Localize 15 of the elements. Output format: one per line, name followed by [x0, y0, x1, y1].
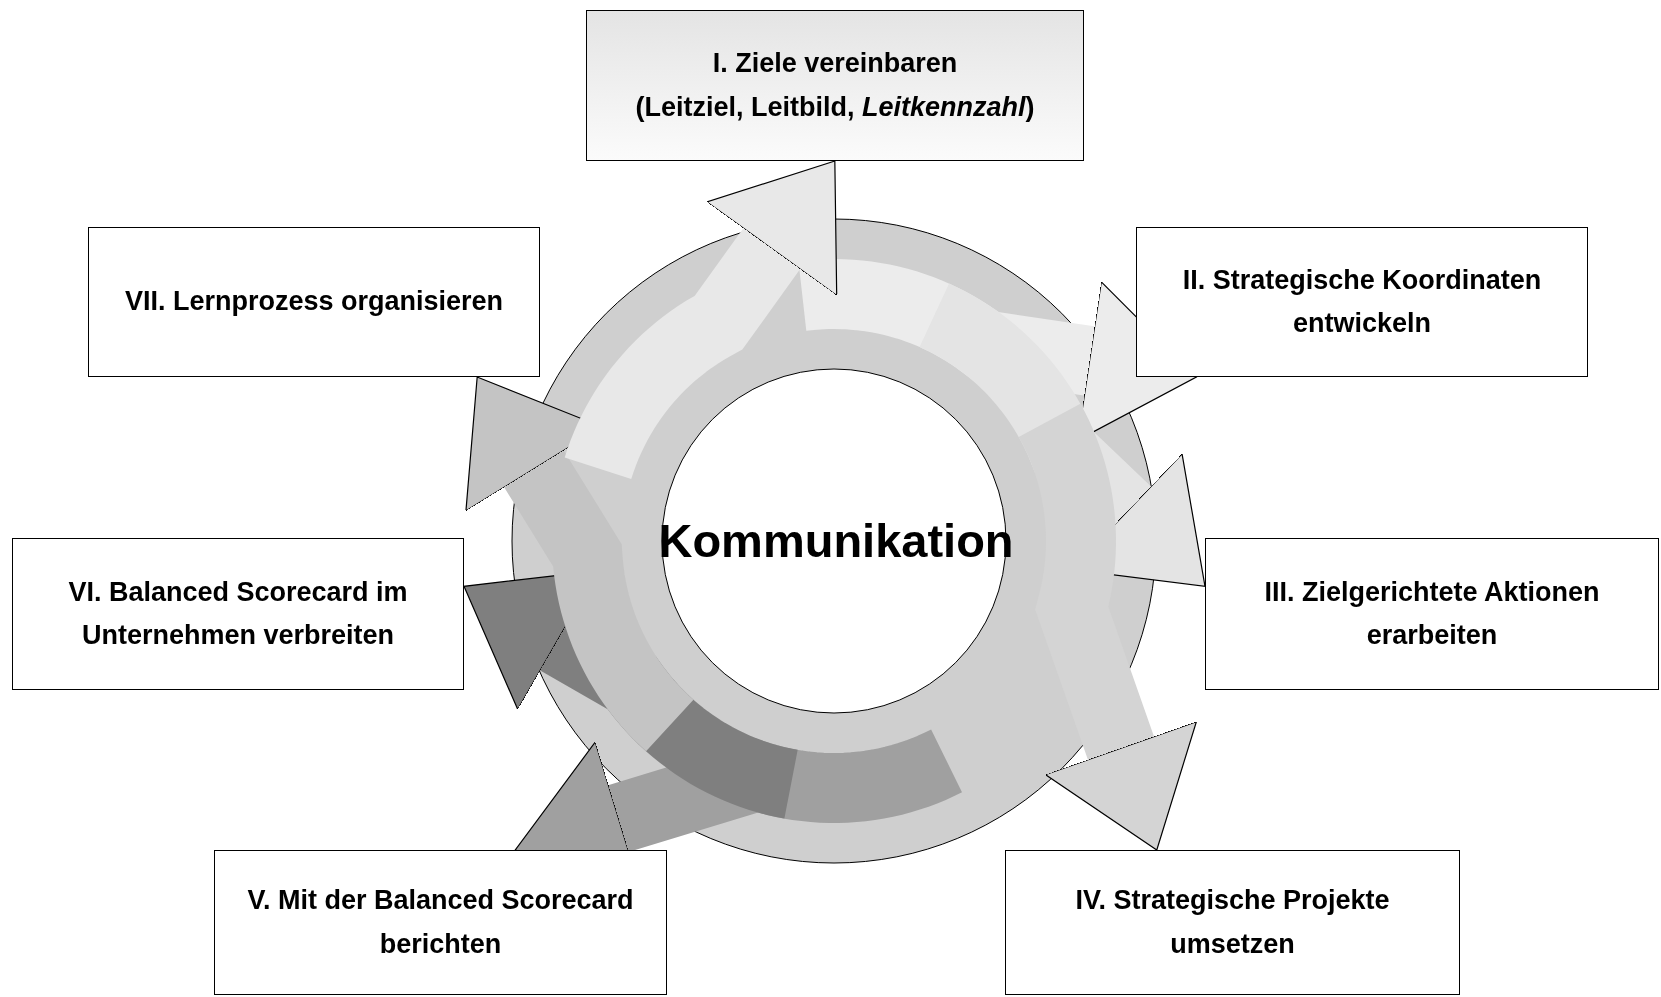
- step-text: III. Zielgerichtete Aktionen erarbeiten: [1263, 575, 1601, 652]
- step-box: [88, 227, 540, 377]
- step-box: [1205, 538, 1659, 690]
- step-box: [586, 10, 1084, 161]
- step-text: (Leitziel, Leitbild, Leitkennzahl): [635, 90, 1035, 124]
- step-text: I. Ziele vereinbaren: [712, 47, 958, 81]
- step-box: [1005, 850, 1460, 995]
- step-text: VII. Lernprozess organisieren: [124, 285, 504, 319]
- step-box: [12, 538, 464, 690]
- step-text: VI. Balanced Scorecard im Unternehmen verbreiten: [67, 575, 409, 652]
- step-text: V. Mit der Balanced Scorecard berichten: [246, 884, 635, 961]
- step-box: [214, 850, 667, 995]
- step-box: [1136, 227, 1588, 377]
- step-text: II. Strategische Koordinaten entwickeln: [1181, 263, 1543, 340]
- step-text: IV. Strategische Projekte umsetzen: [1074, 884, 1391, 961]
